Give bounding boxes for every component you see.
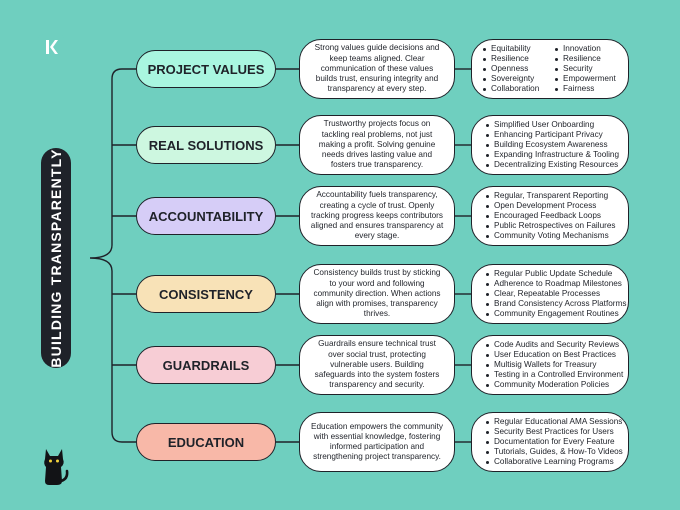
list-item: Security (555, 64, 627, 74)
description-text: Consistency builds trust by sticking to … (313, 268, 441, 319)
list-item: Community Moderation Policies (486, 380, 624, 390)
list-item: Building Ecosystem Awareness (486, 140, 624, 150)
bullet-list-project-values: Equitability Innovation Resilience Resil… (471, 39, 629, 99)
list-item: Collaborative Learning Programs (486, 457, 624, 467)
list-item: Brand Consistency Across Platforms (486, 299, 626, 309)
description-text: Strong values guide decisions and keep t… (314, 43, 440, 94)
list-item: Clear, Repeatable Processes (486, 289, 624, 299)
category-pill-project-values: PROJECT VALUES (136, 50, 276, 88)
list-item: Resilience (483, 54, 555, 64)
category-pill-accountability: ACCOUNTABILITY (136, 197, 276, 235)
description-box-education: Education empowers the community with es… (299, 412, 455, 472)
diagram-title-badge: BUILDING TRANSPARENTLY (41, 148, 71, 368)
list-item: Openness (483, 64, 555, 74)
bullet-list-accountability: Regular, Transparent Reporting Open Deve… (471, 186, 629, 246)
category-pill-guardrails: GUARDRAILS (136, 346, 276, 384)
list-item: Collaboration (483, 84, 555, 94)
black-cat-icon (40, 445, 70, 487)
brand-logo-icon (38, 34, 64, 60)
bullet-list-real-solutions: Simplified User Onboarding Enhancing Par… (471, 115, 629, 175)
bullet-list-education: Regular Educational AMA Sessions Securit… (471, 412, 629, 472)
list-item: Empowerment (555, 74, 627, 84)
category-pill-consistency: CONSISTENCY (136, 275, 276, 313)
description-box-project-values: Strong values guide decisions and keep t… (299, 39, 455, 99)
list-item: Public Retrospectives on Failures (486, 221, 624, 231)
list-item: Regular, Transparent Reporting (486, 191, 624, 201)
description-text: Accountability fuels transparency, creat… (310, 190, 444, 241)
list-item: Code Audits and Security Reviews (486, 340, 624, 350)
description-text: Guardrails ensure technical trust over s… (314, 339, 440, 390)
list-item: Sovereignty (483, 74, 555, 84)
description-box-guardrails: Guardrails ensure technical trust over s… (299, 335, 455, 395)
list-item: Community Voting Mechanisms (486, 231, 624, 241)
list-item: Adherence to Roadmap Milestones (486, 279, 624, 289)
list-item: Simplified User Onboarding (486, 120, 624, 130)
list-item: Innovation (555, 44, 627, 54)
list-item: Regular Educational AMA Sessions (486, 417, 624, 427)
list-item: Community Engagement Routines (486, 309, 624, 319)
list-item: Open Development Process (486, 201, 624, 211)
list-item: Decentralizing Existing Resources (486, 160, 624, 170)
list-item: Fairness (555, 84, 627, 94)
list-item: Encouraged Feedback Loops (486, 211, 624, 221)
list-item: Multisig Wallets for Treasury (486, 360, 624, 370)
description-text: Trustworthy projects focus on tackling r… (318, 119, 436, 170)
list-item: Equitability (483, 44, 555, 54)
list-item: Regular Public Update Schedule (486, 269, 624, 279)
description-text: Education empowers the community with es… (311, 421, 443, 462)
category-pill-real-solutions: REAL SOLUTIONS (136, 126, 276, 164)
description-box-consistency: Consistency builds trust by sticking to … (299, 264, 455, 324)
list-item: Testing in a Controlled Environment (486, 370, 624, 380)
category-pill-education: EDUCATION (136, 423, 276, 461)
description-box-accountability: Accountability fuels transparency, creat… (299, 186, 455, 246)
description-box-real-solutions: Trustworthy projects focus on tackling r… (299, 115, 455, 175)
list-item: Tutorials, Guides, & How-To Videos (486, 447, 624, 457)
list-item: Resilience (555, 54, 627, 64)
bullet-list-consistency: Regular Public Update Schedule Adherence… (471, 264, 629, 324)
list-item: Documentation for Every Feature (486, 437, 624, 447)
list-item: User Education on Best Practices (486, 350, 624, 360)
list-item: Expanding Infrastructure & Tooling (486, 150, 624, 160)
list-item: Enhancing Participant Privacy (486, 130, 624, 140)
bullet-list-guardrails: Code Audits and Security Reviews User Ed… (471, 335, 629, 395)
list-item: Security Best Practices for Users (486, 427, 624, 437)
